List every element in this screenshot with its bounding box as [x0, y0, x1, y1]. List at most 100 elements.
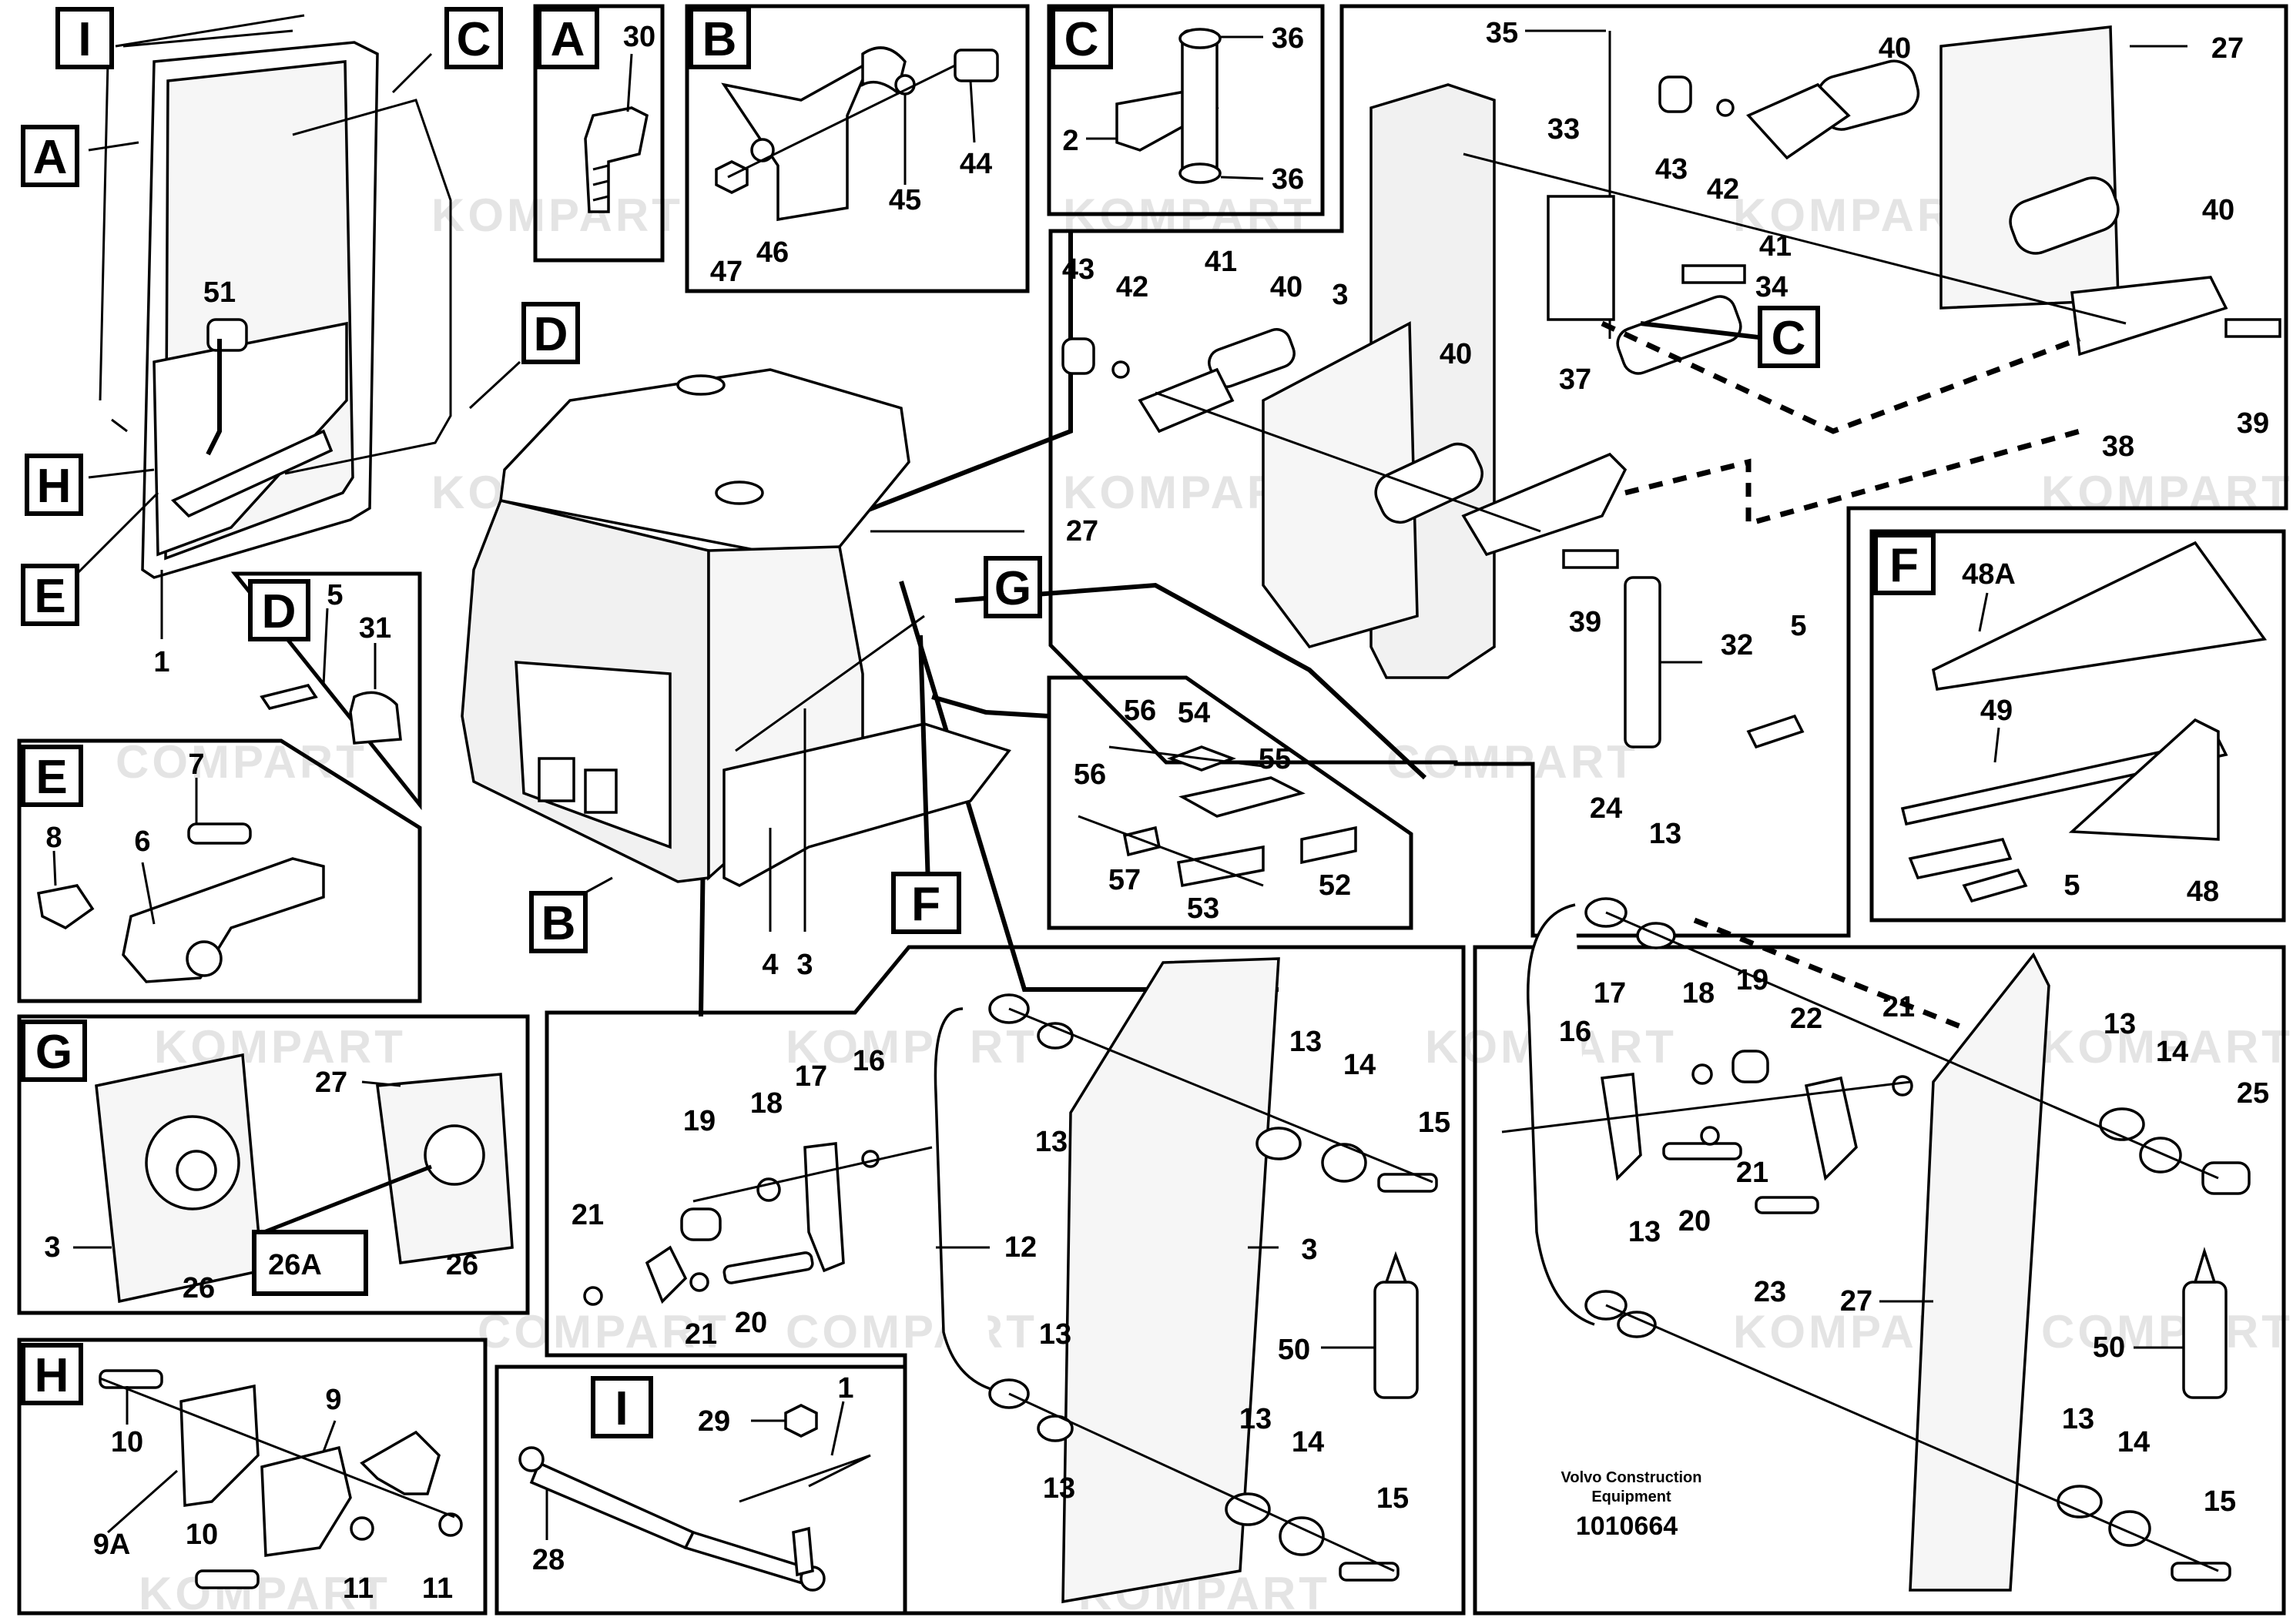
washer-42a	[1716, 99, 1735, 117]
leader-G	[735, 614, 925, 752]
connector-hinge	[861, 231, 1073, 514]
strip-49	[1900, 737, 2228, 826]
part-number: 14	[1343, 1049, 1376, 1081]
part-number: 3	[1332, 279, 1348, 311]
part-number: 30	[623, 21, 655, 53]
panel-window-left	[545, 945, 1466, 1616]
leader-A	[88, 141, 139, 152]
seal-teeth	[592, 164, 609, 202]
part-number: 11	[422, 1572, 453, 1605]
nut-47	[715, 160, 749, 194]
label-box	[21, 125, 79, 187]
detail-d-content	[260, 608, 402, 745]
part-number: 15	[2204, 1485, 2236, 1518]
strut-end-top	[518, 1446, 545, 1472]
cab-fender	[722, 722, 1011, 887]
axis-wr-top	[1605, 911, 2219, 1180]
part-number: 8	[45, 822, 62, 854]
callout-D: D	[534, 308, 568, 361]
handle-6	[122, 857, 325, 983]
part-number: 42	[1707, 173, 1739, 206]
part-number: 50	[2093, 1331, 2125, 1364]
leader-27g	[361, 1080, 401, 1087]
part-number: 40	[1440, 338, 1472, 370]
part-number: 40	[2202, 194, 2234, 226]
part-number: 40	[1270, 271, 1302, 303]
part-number: 17	[795, 1060, 827, 1093]
part-number: 55	[1259, 743, 1291, 775]
label-box	[21, 564, 79, 626]
bracket-21	[645, 1245, 688, 1304]
part-number: 42	[1116, 271, 1148, 303]
part-number: 27	[1066, 515, 1098, 547]
axis-hinge-1	[1463, 152, 2127, 325]
part-number: 19	[683, 1105, 716, 1137]
knob-25	[2201, 1161, 2251, 1195]
axis-wr-latch	[1501, 1080, 1911, 1133]
axis-b	[727, 64, 956, 179]
part-number: 32	[1721, 629, 1753, 661]
cab-roof-vent	[715, 481, 764, 505]
part-number: 43	[1062, 253, 1095, 286]
part-number: 11	[343, 1572, 374, 1605]
part-number: 27	[1840, 1285, 1872, 1318]
part-number: 22	[1790, 1003, 1822, 1035]
seal-31	[349, 691, 402, 745]
hook-h	[360, 1430, 441, 1495]
part-number: 20	[735, 1307, 767, 1339]
part-number: 54	[1178, 697, 1210, 729]
latch-17r	[1600, 1073, 1642, 1181]
part-number: 20	[1678, 1205, 1711, 1237]
part-number: 36	[1272, 163, 1304, 196]
label-box	[689, 7, 751, 69]
part-number: 13	[2062, 1403, 2094, 1435]
gas-strut-28	[529, 1461, 696, 1550]
part-number: 48A	[1962, 558, 2016, 591]
leader-F	[918, 635, 930, 886]
washer-13r-e	[2057, 1485, 2103, 1519]
part-number: 1	[837, 1372, 853, 1405]
bracket-9	[260, 1445, 352, 1558]
seal-profile-30	[584, 106, 649, 213]
detail-e-letter: E	[35, 751, 67, 804]
door-assembly	[75, 14, 521, 639]
part-number: 27	[2211, 32, 2244, 65]
part-number: 26	[446, 1249, 478, 1281]
part-number: 13	[1039, 1318, 1071, 1351]
strip-52	[1300, 825, 1357, 865]
part-number: 13	[1239, 1403, 1272, 1435]
bottle-50r-cap	[2193, 1247, 2217, 1284]
part-number: 33	[1547, 113, 1580, 146]
label-box	[55, 7, 114, 69]
panel-detail-e	[17, 738, 422, 1003]
axis-wl-bottom	[1008, 1392, 1395, 1572]
company-division: Equipment	[1591, 1488, 1671, 1505]
label-box	[521, 302, 580, 364]
cab-vent-1	[538, 757, 575, 802]
part-number: 26	[183, 1272, 215, 1304]
leader-49	[1993, 727, 2000, 763]
hose-12	[934, 1007, 994, 1391]
bushing-36-bottom	[1178, 162, 1222, 184]
label-box	[25, 454, 83, 516]
watermark-text: KOMPART	[431, 189, 683, 241]
part-number: 28	[532, 1544, 565, 1576]
detail-f-content	[1900, 541, 2268, 903]
leader-8	[52, 850, 57, 886]
part-number: 52	[1319, 869, 1351, 902]
label-box	[891, 872, 961, 934]
strip-48	[2068, 718, 2220, 841]
panel-hinge-group	[1048, 4, 2288, 938]
detail-i-content	[518, 1401, 871, 1592]
window-glass-27	[1909, 952, 2050, 1592]
leader-9	[322, 1420, 337, 1452]
callout-C: C	[457, 13, 491, 66]
hinge-37	[1461, 452, 1628, 557]
part-number: 35	[1486, 17, 1518, 49]
detail-a-content	[584, 53, 649, 213]
label-box	[1873, 533, 1936, 595]
part-number: 57	[1108, 864, 1141, 896]
grommet-26	[424, 1124, 485, 1186]
bolt-15b	[1339, 1562, 1400, 1582]
part-number: 13	[1035, 1126, 1068, 1158]
